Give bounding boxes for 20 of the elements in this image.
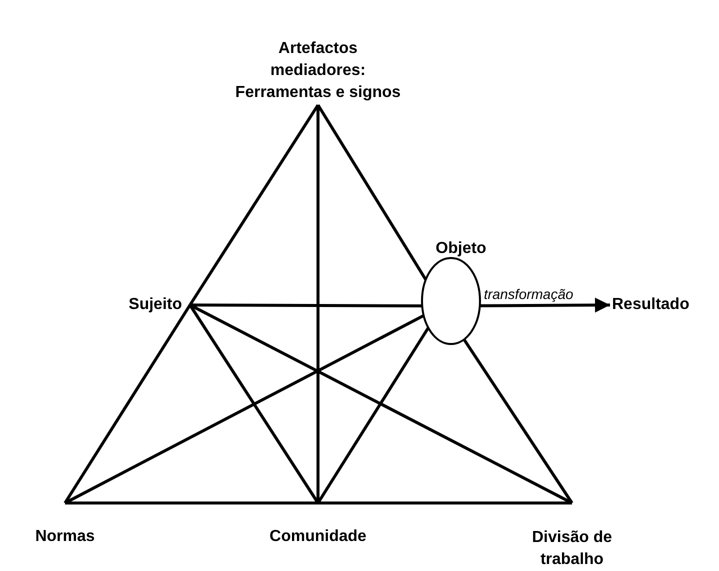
line xyxy=(316,105,320,503)
line xyxy=(316,104,428,281)
line xyxy=(188,304,320,504)
arrow xyxy=(480,298,610,313)
line xyxy=(318,502,572,504)
vertex-label: Comunidade xyxy=(268,527,368,547)
vertex-label: Sujeito xyxy=(128,295,183,315)
vertex-label: Resultado xyxy=(611,295,690,315)
vertex-label: Divisão de trabalho xyxy=(530,528,614,570)
line xyxy=(64,314,424,504)
line xyxy=(64,304,192,504)
line xyxy=(65,502,318,504)
line xyxy=(190,304,422,308)
edge-label: transformação xyxy=(482,286,576,302)
vertex-label: Artefactos mediadores: Ferramentas e signos xyxy=(234,39,402,103)
line xyxy=(462,338,574,504)
vertex-label: Objeto xyxy=(436,239,486,259)
vertex-label: Normas xyxy=(34,527,96,547)
line xyxy=(316,326,430,504)
line xyxy=(188,104,320,306)
